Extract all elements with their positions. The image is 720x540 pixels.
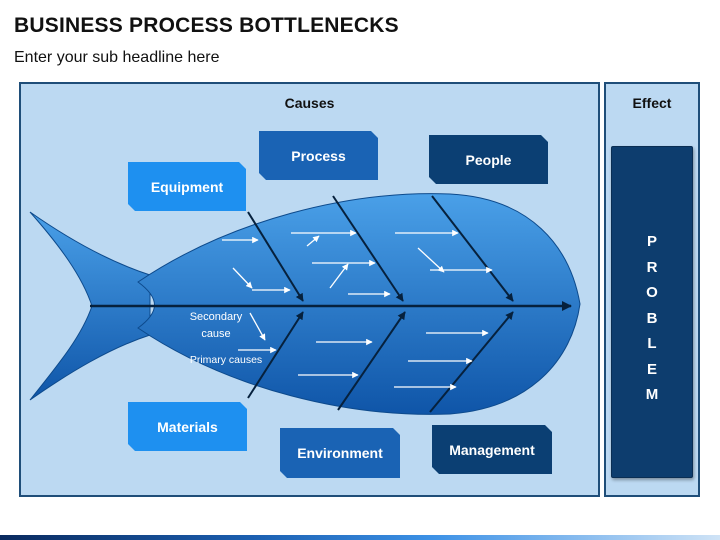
problem-letter: B	[646, 309, 658, 327]
bone-equipment	[247, 211, 304, 302]
problem-letter: E	[646, 360, 657, 378]
primary-causes-label: Primary causes	[189, 354, 263, 366]
cause-arrow	[232, 267, 253, 289]
category-environment[interactable]: Environment	[280, 428, 400, 478]
secondary-cause-label: Secondary cause	[189, 311, 243, 340]
problem-letter: O	[646, 284, 658, 301]
problem-box: P R O B L E M	[611, 146, 693, 478]
page-title: BUSINESS PROCESS BOTTLENECKS	[14, 14, 399, 37]
problem-letter: M	[645, 386, 659, 403]
category-process[interactable]: Process	[259, 131, 378, 180]
problem-text: P R O B L E M	[612, 229, 692, 408]
category-materials[interactable]: Materials	[128, 402, 247, 451]
category-management[interactable]: Management	[432, 425, 552, 474]
problem-letter: R	[646, 258, 658, 276]
bone-environment	[337, 311, 406, 411]
footer-accent-bar	[0, 535, 720, 540]
bone-process	[332, 195, 404, 302]
causes-heading: Causes	[284, 95, 335, 111]
fish-body	[137, 193, 581, 415]
cause-arrow	[306, 235, 320, 247]
bone-materials	[247, 311, 304, 399]
effect-panel: Effect P R O B L E M	[604, 82, 700, 497]
problem-letter: L	[647, 335, 657, 352]
page-subtitle: Enter your sub headline here	[14, 49, 220, 66]
effect-heading: Effect	[632, 95, 672, 111]
problem-letter: P	[646, 233, 657, 250]
bone-people	[431, 195, 514, 302]
cause-arrow	[417, 247, 445, 273]
cause-arrow	[249, 312, 266, 341]
category-people[interactable]: People	[429, 135, 548, 184]
cause-arrow	[329, 263, 349, 289]
category-equipment[interactable]: Equipment	[128, 162, 246, 211]
